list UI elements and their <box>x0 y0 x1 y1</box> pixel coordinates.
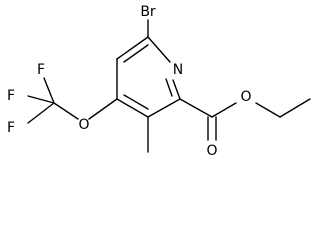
chemical-structure: Br N F F F O O O <box>7 4 311 159</box>
bond-c3-c4-double <box>123 94 149 110</box>
bond-cf3-f-bottom <box>27 102 55 124</box>
bond-c5-c6-double <box>123 44 149 63</box>
bond-c2-carbonyl-c <box>179 98 213 118</box>
atom-f-left: F <box>7 88 15 104</box>
bond-c2-c3 <box>147 98 181 118</box>
bond-o-cf3 <box>53 102 79 120</box>
atom-n: N <box>173 62 183 78</box>
bond-n-c2 <box>172 79 181 100</box>
bond-c-o-ester <box>211 102 237 118</box>
bond-c4-o <box>88 98 118 120</box>
atom-o-ether: O <box>78 117 89 133</box>
bond-c6-n <box>147 36 171 63</box>
bond-c5-c6 <box>116 36 149 60</box>
bond-cf3-f-top <box>43 77 55 104</box>
pyridine-ring <box>116 36 181 118</box>
atom-o-ester: O <box>240 89 251 105</box>
atom-f-top: F <box>37 62 45 78</box>
bond-o-ch2 <box>255 102 281 118</box>
bond-c2-n-double <box>165 78 173 97</box>
bond-cf3-f-left <box>27 95 55 104</box>
bond-ch2-ch3 <box>279 98 311 118</box>
atom-o-carbonyl: O <box>206 143 217 159</box>
atom-br: Br <box>140 4 156 20</box>
bond-c3-c4 <box>116 98 149 118</box>
atom-f-bottom: F <box>7 120 15 136</box>
